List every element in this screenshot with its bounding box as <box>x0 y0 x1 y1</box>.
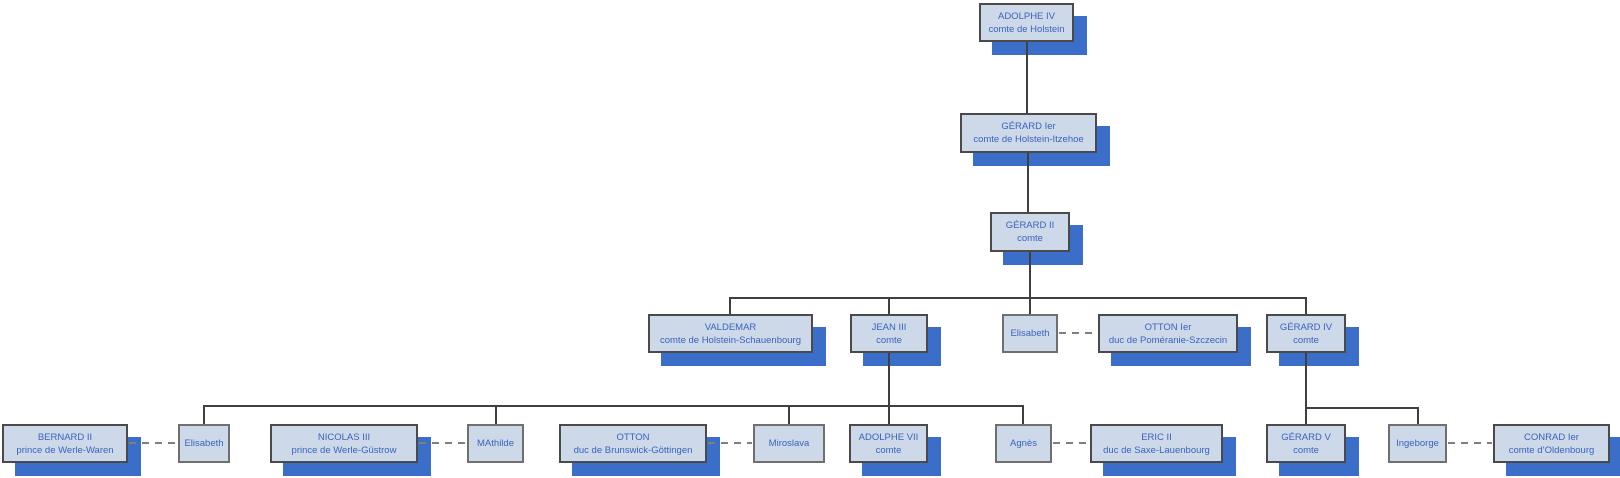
person-title: comte <box>875 444 902 456</box>
node-eric-ii[interactable]: ERIC II duc de Saxe-Lauenbourg <box>1090 424 1223 463</box>
node-otton-brunswick[interactable]: OTTON duc de Brunswick-Göttingen <box>559 424 707 463</box>
person-name: GÉRARD V <box>1281 431 1331 443</box>
person-title: comte de Holstein-Schauenbourg <box>659 334 801 346</box>
person-name: BERNARD II <box>37 431 93 443</box>
person-name: ADOLPHE IV <box>997 10 1056 22</box>
node-gerard-v[interactable]: GÉRARD V comte <box>1266 424 1346 463</box>
person-name: Ingeborge <box>1396 438 1439 449</box>
node-valdemar[interactable]: VALDEMAR comte de Holstein-Schauenbourg <box>648 314 813 353</box>
node-adolphe-vii[interactable]: ADOLPHE VII comte <box>849 424 928 463</box>
person-name: Elisabeth <box>184 438 224 449</box>
person-title: comte <box>1293 334 1319 346</box>
person-title: prince de Werle-Waren <box>16 444 114 456</box>
node-mathilde[interactable]: MAthilde <box>467 424 524 463</box>
person-name: Agnès <box>1010 438 1037 449</box>
person-title: prince de Werle-Güstrow <box>291 444 397 456</box>
node-gerard-ier[interactable]: GÉRARD Ier comte de Holstein-Itzehoe <box>960 113 1097 153</box>
person-title: comte de Holstein <box>988 23 1065 35</box>
node-agnes[interactable]: Agnès <box>995 424 1052 463</box>
person-name: CONRAD Ier <box>1524 431 1579 443</box>
person-name: OTTON Ier <box>1144 321 1192 333</box>
person-name: GÉRARD Ier <box>1001 121 1056 132</box>
node-otton-ier[interactable]: OTTON Ier duc de Poméranie-Szczecin <box>1098 314 1238 353</box>
person-title: comte d’Oldenbourg <box>1508 444 1595 456</box>
person-name: Elisabeth <box>1010 328 1050 339</box>
node-bernard-ii[interactable]: BERNARD II prince de Werle-Waren <box>2 424 128 463</box>
person-title: comte <box>1293 444 1319 456</box>
node-gerard-ii[interactable]: GÉRARD II comte <box>990 212 1070 252</box>
person-title: comte <box>1017 233 1043 244</box>
person-name: JEAN III <box>871 321 907 333</box>
descent-lines <box>203 42 1419 424</box>
person-name: GÉRARD IV <box>1279 321 1333 333</box>
person-title: comte <box>876 334 902 346</box>
person-title: duc de Saxe-Lauenbourg <box>1103 444 1210 456</box>
person-name: ADOLPHE VII <box>858 431 919 443</box>
node-adolphe-iv[interactable]: ADOLPHE IV comte de Holstein <box>979 3 1074 42</box>
person-name: Miroslava <box>768 438 810 449</box>
node-gerard-iv[interactable]: GÉRARD IV comte <box>1266 314 1346 353</box>
person-title: duc de Brunswick-Göttingen <box>573 444 693 456</box>
node-miroslava[interactable]: Miroslava <box>753 424 825 463</box>
node-jean-iii[interactable]: JEAN III comte <box>850 314 928 353</box>
person-name: NICOLAS III <box>317 431 371 443</box>
node-conrad-ier[interactable]: CONRAD Ier comte d’Oldenbourg <box>1493 424 1610 463</box>
person-name: VALDEMAR <box>704 321 757 333</box>
person-name: OTTON <box>616 431 650 443</box>
node-nicolas-iii[interactable]: NICOLAS III prince de Werle-Güstrow <box>270 424 418 463</box>
node-elisabeth-wife-of-otton[interactable]: Elisabeth <box>1002 314 1058 353</box>
person-title: duc de Poméranie-Szczecin <box>1108 334 1228 346</box>
person-name: ERIC II <box>1141 431 1172 443</box>
person-name: GÉRARD II <box>1005 220 1055 231</box>
person-title: comte de Holstein-Itzehoe <box>973 134 1084 145</box>
person-name: MAthilde <box>477 438 514 449</box>
node-elisabeth-daughter-of-jean[interactable]: Elisabeth <box>178 424 230 463</box>
node-ingeborge[interactable]: Ingeborge <box>1388 424 1447 463</box>
